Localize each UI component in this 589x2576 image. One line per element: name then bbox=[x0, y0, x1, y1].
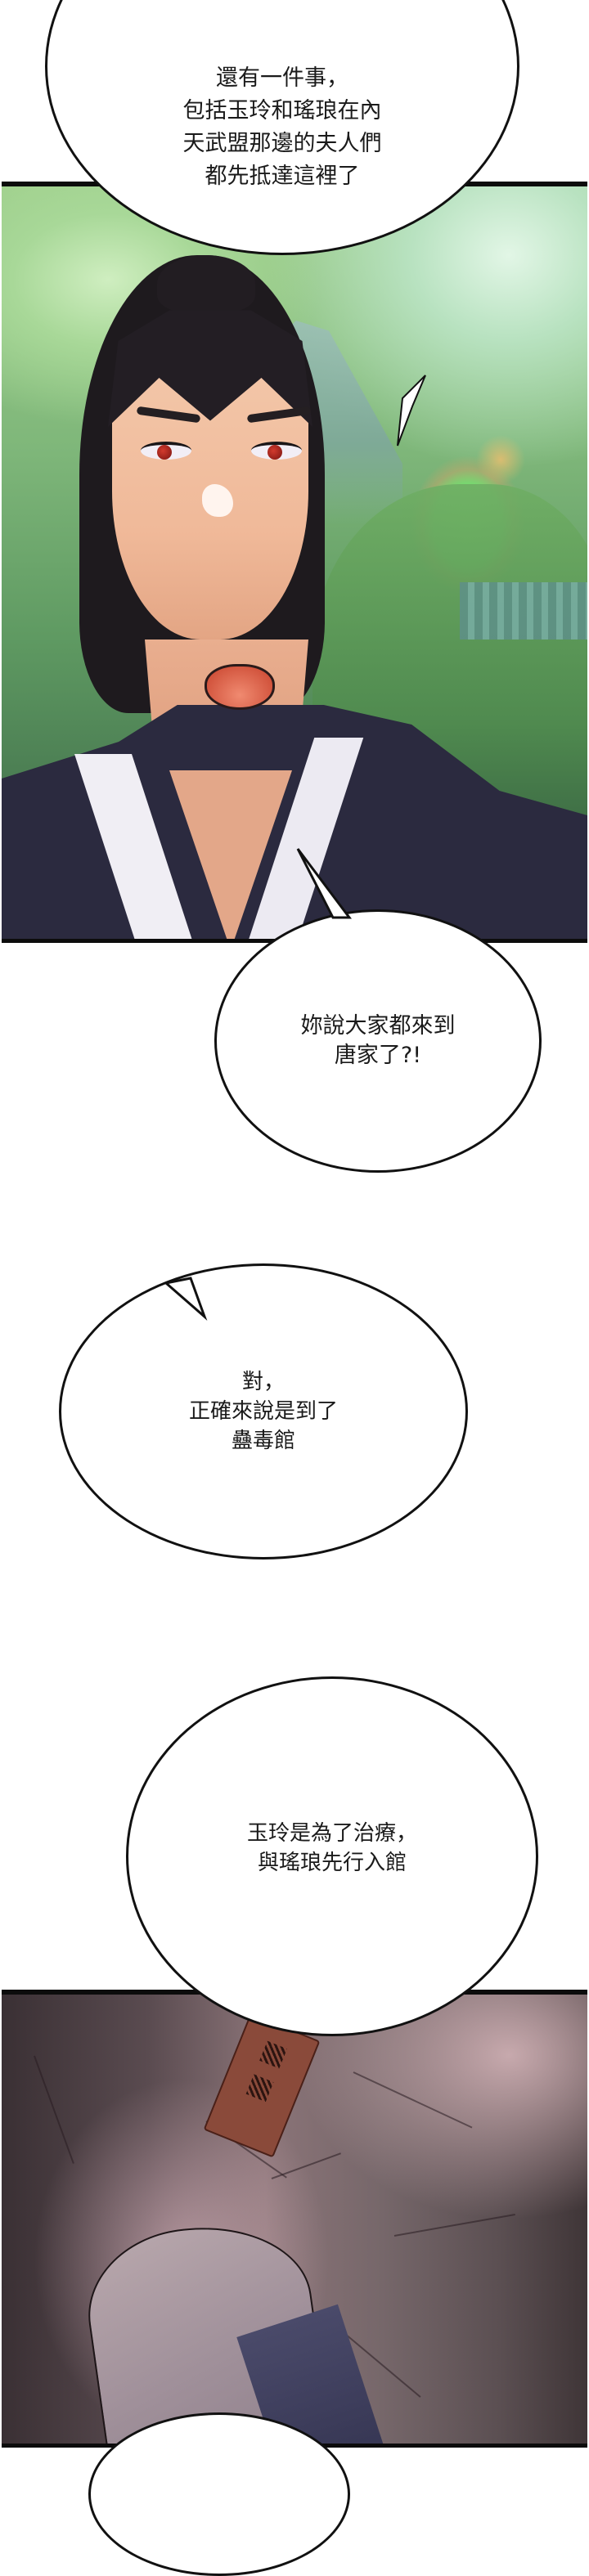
surprise-spark-icon bbox=[397, 375, 426, 447]
character-nose-highlight bbox=[202, 484, 233, 517]
speech-bubble-text: 對， 正確來說是到了 蠱毒館 bbox=[188, 1370, 338, 1453]
sign-glyph-icon bbox=[245, 2074, 274, 2103]
speech-bubble-text: 還有一件事， 包括玉玲和瑤琅在內 天武盟那邊的夫人們 都先抵達這裡了 bbox=[182, 65, 382, 189]
panel-forest-character bbox=[2, 182, 587, 940]
speech-bubble-3: 對， 正確來說是到了 蠱毒館 bbox=[59, 1263, 468, 1560]
speech-bubble-text: 玉玲是為了治療， 與瑤琅先行入館 bbox=[246, 1821, 417, 1875]
speech-bubble-2: 妳說大家都來到 唐家了?! bbox=[214, 909, 542, 1173]
character-left-eye bbox=[141, 442, 191, 460]
speech-bubble-4: 玉玲是為了治療， 與瑤琅先行入館 bbox=[126, 1676, 538, 2036]
background-roof bbox=[460, 582, 587, 640]
character-mouth bbox=[205, 664, 275, 710]
speech-bubble-tail bbox=[296, 848, 352, 919]
character-topknot bbox=[157, 255, 255, 312]
wooden-sign bbox=[203, 2013, 321, 2158]
panel-stone-wall bbox=[2, 1990, 587, 2445]
speech-bubble-text: 妳說大家都來到 唐家了?! bbox=[300, 1013, 456, 1068]
speech-bubble-5 bbox=[88, 2412, 350, 2576]
sign-glyph-icon bbox=[259, 2040, 287, 2069]
speech-bubble-tail bbox=[163, 1277, 208, 1321]
character-right-eye bbox=[251, 442, 302, 460]
